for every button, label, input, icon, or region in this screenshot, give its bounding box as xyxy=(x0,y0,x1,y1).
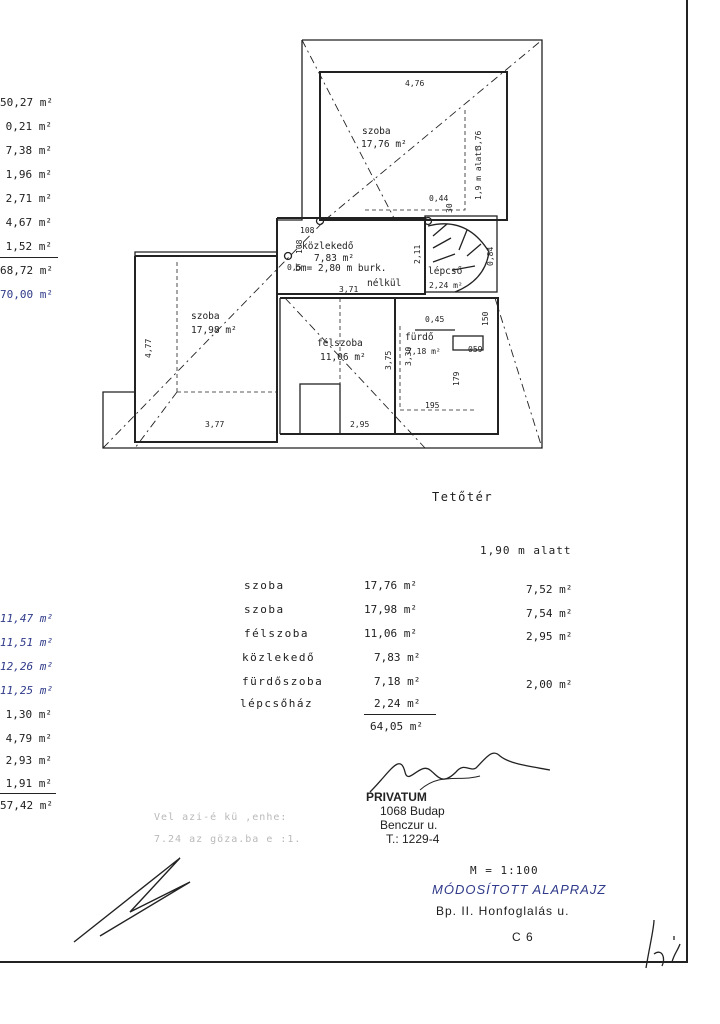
table-room-area: 11,06 m² xyxy=(364,627,417,640)
company-stamp: PRIVATUM 1068 Budap Benczur u. T.: 1229-… xyxy=(366,790,445,846)
room-name: közlekedő xyxy=(302,241,354,252)
sum-rule xyxy=(364,714,436,715)
table-room-area: 7,83 m² xyxy=(374,651,421,664)
dimension: 2,95 xyxy=(350,420,369,429)
table-room-under: 7,54 m² xyxy=(526,607,573,620)
table-room-name: félszoba xyxy=(244,627,309,640)
left-area-value: 7,38 m² xyxy=(5,144,52,157)
room-name: lépcső xyxy=(428,266,463,277)
project-address: Bp. II. Honfoglalás u. xyxy=(436,904,570,918)
room-area: 2,24 m² xyxy=(429,281,463,290)
left-area-value: 1,91 m² xyxy=(5,777,52,790)
drawing-scale: M = 1:100 xyxy=(470,864,539,877)
left-area-total: 68,72 m² xyxy=(0,264,53,277)
signature-top xyxy=(369,752,551,793)
left-area-total: 57,42 m² xyxy=(0,799,53,812)
dimension: 3,77 xyxy=(205,420,224,429)
table-room-area: 17,98 m² xyxy=(364,603,417,616)
table-room-under: 2,95 m² xyxy=(526,630,573,643)
dimension: 4,77 xyxy=(144,339,153,358)
dimension: 3,76 xyxy=(474,131,483,150)
room-note: bm= 2,80 m burk. xyxy=(295,263,387,274)
table-room-name: fürdőszoba xyxy=(242,675,324,688)
page-border-bottom xyxy=(0,961,688,963)
room-name: fürdő xyxy=(405,332,434,343)
dimension: 3,30 xyxy=(404,347,413,366)
left-area-value: 50,27 m² xyxy=(0,96,53,109)
plan-caption: Tetőtér xyxy=(432,490,494,504)
page-border-right xyxy=(686,0,688,962)
left-area-value: 2,71 m² xyxy=(5,192,52,205)
room-name: szoba xyxy=(191,311,220,322)
initials-mark xyxy=(645,919,681,969)
left-area-value-handwritten: 11,51 m² xyxy=(0,636,53,649)
room-area: 17,98 m² xyxy=(191,325,237,336)
table-room-area: 17,76 m² xyxy=(364,579,417,592)
dimension: 3,75 xyxy=(384,351,393,370)
left-area-value-handwritten: 12,26 m² xyxy=(0,660,53,673)
table-room-under: 2,00 m² xyxy=(526,678,573,691)
left-area-value: 4,79 m² xyxy=(5,732,52,745)
signature-bottom xyxy=(73,857,191,943)
dimension: 0,45 xyxy=(425,315,444,324)
dimension: 2,11 xyxy=(413,245,422,264)
room-area: 7,18 m² xyxy=(407,347,441,356)
dimension: 108 xyxy=(300,226,315,235)
dimension: 0,5 xyxy=(287,263,302,272)
left-area-value-handwritten: 11,47 m² xyxy=(0,612,53,625)
table-room-under: 7,52 m² xyxy=(526,583,573,596)
left-area-value: 0,21 m² xyxy=(5,120,52,133)
sheet-code: C 6 xyxy=(512,930,534,944)
dimension: 4,76 xyxy=(405,79,424,88)
faint-note-line: Vel azi-é kü ,enhe: xyxy=(154,812,288,823)
room-area: 17,76 m² xyxy=(361,139,407,150)
table-room-name: lépcsőház xyxy=(240,697,314,710)
dimension: 0,44 xyxy=(429,194,448,203)
left-area-value: 1,96 m² xyxy=(5,168,52,181)
table-room-name: közlekedő xyxy=(242,651,316,664)
dimension: 195 xyxy=(425,401,440,410)
dimension: 059 xyxy=(468,345,483,354)
left-area-value: 2,93 m² xyxy=(5,754,52,767)
stamp-line: 1068 Budap xyxy=(380,804,445,818)
table-room-name: szoba xyxy=(244,603,285,616)
room-area: 7,83 m² xyxy=(314,253,354,264)
stamp-line: T.: 1229-4 xyxy=(386,832,440,846)
table-room-area: 2,24 m² xyxy=(374,697,421,710)
dimension: 30 xyxy=(445,203,454,213)
table-room-area: 7,18 m² xyxy=(374,675,421,688)
sum-rule xyxy=(0,793,56,794)
room-name: félszoba xyxy=(317,338,363,349)
left-area-value: 1,30 m² xyxy=(5,708,52,721)
sum-rule xyxy=(0,257,58,258)
left-area-value-handwritten: 70,00 m² xyxy=(0,288,53,301)
faint-note-line: 7.24 az göza.ba e :1. xyxy=(154,834,302,845)
dimension: 179 xyxy=(452,371,461,386)
dimension: 108 xyxy=(295,239,304,254)
room-name: szoba xyxy=(362,126,391,137)
handwritten-title: MÓDOSÍTOTT ALAPRAJZ xyxy=(432,882,607,897)
left-area-value: 1,52 m² xyxy=(5,240,52,253)
floor-plan-drawing: szoba 17,76 m² közlekedő 7,83 m² bm= 2,8… xyxy=(102,39,543,449)
left-area-value: 4,67 m² xyxy=(5,216,52,229)
room-note: nélkül xyxy=(367,278,401,289)
left-area-value-handwritten: 11,25 m² xyxy=(0,684,53,697)
table-room-name: szoba xyxy=(244,579,285,592)
stamp-line: PRIVATUM xyxy=(366,790,427,804)
dimension: 3,71 xyxy=(339,285,358,294)
dimension: 1,9 m alatt xyxy=(474,147,483,200)
table-total: 64,05 m² xyxy=(370,720,423,733)
room-area: 11,06 m² xyxy=(320,352,366,363)
table-column-header: 1,90 m alatt xyxy=(480,544,572,557)
dimension: 150 xyxy=(481,311,490,326)
dimension: 0,84 xyxy=(486,247,495,266)
stamp-line: Benczur u. xyxy=(380,818,438,832)
